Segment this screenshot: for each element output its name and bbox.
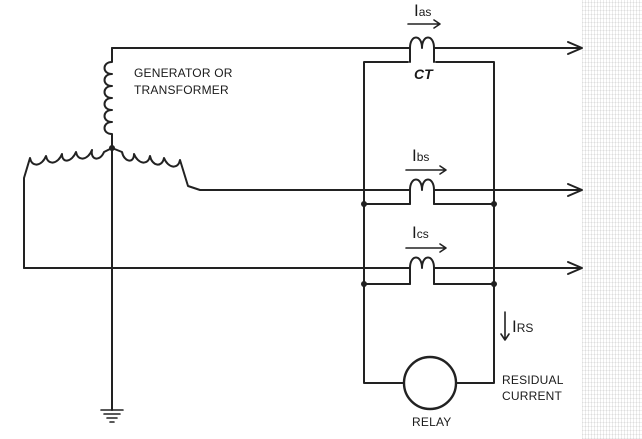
neutral-junction: [109, 145, 115, 151]
junction-b-left: [361, 201, 367, 207]
ground-symbol: [100, 409, 124, 423]
residual-label-line2: CURRENT: [502, 389, 563, 403]
current-a-main: I: [414, 1, 419, 20]
arrow-c: [567, 261, 583, 275]
ct-b-coil: [409, 178, 435, 205]
current-b-arrow: [405, 165, 447, 175]
current-c-label: Ics: [412, 224, 429, 241]
current-a-label: Ias: [414, 2, 431, 19]
junction-b-right: [491, 201, 497, 207]
ct-c-coil: [409, 256, 435, 285]
junction-c-right: [491, 281, 497, 287]
ct-b-secondary: [363, 203, 495, 285]
current-c-sub: cs: [416, 227, 429, 241]
ct-label: CT: [414, 66, 433, 82]
current-c-arrow: [405, 243, 447, 253]
phase-b-winding: [111, 147, 411, 191]
relay-label: RELAY: [412, 415, 452, 429]
current-b-label: Ibs: [412, 147, 429, 164]
ct-a-secondary: [363, 61, 495, 205]
current-rs-label: IRS: [512, 318, 533, 335]
current-a-arrow: [407, 19, 441, 29]
ct-a-coil: [409, 36, 435, 63]
phase-a-winding: [103, 47, 113, 149]
arrow-a: [567, 41, 583, 55]
current-b-main: I: [412, 146, 417, 165]
junction-c-left: [361, 281, 367, 287]
scan-texture: [582, 0, 642, 439]
arrow-b: [567, 183, 583, 197]
phase-c-winding: [23, 147, 113, 269]
current-a-sub: as: [418, 5, 432, 19]
residual-label-line1: RESIDUAL: [502, 373, 564, 387]
current-c-main: I: [412, 223, 417, 242]
relay-loop: [363, 283, 495, 384]
relay-circle: [402, 355, 458, 411]
source-label-line1: GENERATOR OR: [134, 66, 233, 80]
current-rs-sub: RS: [516, 321, 534, 335]
current-rs-main: I: [512, 317, 517, 336]
current-b-sub: bs: [416, 150, 430, 164]
source-label-line2: TRANSFORMER: [134, 83, 229, 97]
residual-current-arrow: [500, 311, 510, 341]
